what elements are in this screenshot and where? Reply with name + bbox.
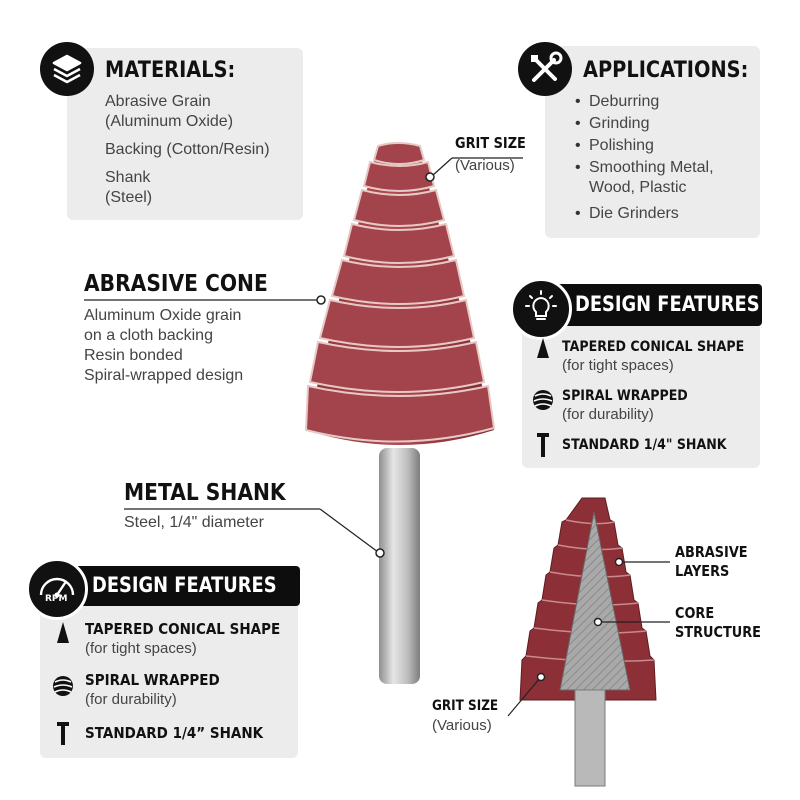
- applications-list: Deburring Grinding Polishing Smoothing M…: [575, 92, 714, 224]
- list-item-continued: Wood, Plastic: [589, 179, 687, 196]
- metal-shank: [379, 448, 420, 684]
- cone-shape-icon: [57, 622, 69, 643]
- feature-shank-right: STANDARD 1/4" SHANK: [562, 437, 727, 453]
- spiral-icon: [53, 676, 73, 696]
- spiral-layer: [372, 142, 426, 165]
- abrasive-cone-desc: Aluminum Oxide grain on a cloth backing …: [84, 307, 244, 384]
- materials-panel: [67, 48, 303, 220]
- grit-dot: [425, 172, 435, 182]
- cutaway-shank: [574, 689, 606, 787]
- layers-icon: [52, 54, 82, 84]
- core-dot: [593, 617, 603, 627]
- metal-shank-sub: Steel, 1/4" diameter: [124, 514, 264, 531]
- design-features-left-header: [60, 566, 300, 606]
- feature-conical-right-sub: (for tight spaces): [562, 357, 674, 374]
- tools-icon: [531, 51, 563, 82]
- speedometer-icon: [39, 577, 75, 598]
- grit-size-sub: (Various): [455, 157, 515, 174]
- shank-icon: [57, 722, 69, 745]
- design-features-right-header: [540, 284, 762, 326]
- spiral-layer: [318, 298, 476, 348]
- list-item: Deburring: [575, 92, 714, 112]
- cutaway-grit-label: GRIT SIZE: [432, 698, 499, 714]
- spiral-layer: [308, 340, 486, 393]
- rpm-label: RPM: [45, 594, 68, 604]
- applications-badge: [518, 42, 572, 96]
- shank-dot: [375, 548, 385, 558]
- applications-title: APPLICATIONS:: [583, 58, 749, 83]
- list-item: Grinding: [575, 114, 714, 134]
- feature-spiral-left: SPIRAL WRAPPED: [85, 671, 220, 689]
- material-item-grain: Abrasive Grain(Aluminum Oxide): [105, 93, 234, 130]
- feature-spiral-right-sub: (for durability): [562, 406, 654, 423]
- materials-badge: [40, 42, 94, 96]
- feature-spiral-right: SPIRAL WRAPPED: [562, 388, 688, 404]
- design-features-left-title: DESIGN FEATURES: [92, 573, 277, 597]
- spiral-layer: [304, 384, 496, 443]
- design-features-right-title: DESIGN FEATURES: [575, 292, 760, 316]
- design-features-left-badge: [26, 558, 88, 620]
- shank-icon: [537, 433, 549, 457]
- cone-shape-icon: [537, 338, 549, 358]
- feature-conical-left-sub: (for tight spaces): [85, 640, 197, 657]
- spiral-layer: [342, 222, 456, 264]
- cutaway-grit-sub: (Various): [432, 717, 492, 734]
- cone-dot: [316, 295, 326, 305]
- feature-conical-left: TAPERED CONICAL SHAPE: [85, 620, 281, 638]
- spiral-icon: [533, 390, 553, 410]
- feature-shank-left: STANDARD 1/4” SHANK: [85, 724, 264, 742]
- list-item: Smoothing Metal,: [575, 158, 714, 178]
- metal-shank-title: METAL SHANK: [124, 480, 286, 506]
- abrasive-layers-dot: [614, 557, 624, 567]
- material-item-backing: Backing (Cotton/Resin): [105, 141, 270, 158]
- list-item: Polishing: [575, 136, 714, 156]
- spiral-layer: [362, 160, 436, 192]
- spiral-layer: [330, 258, 466, 305]
- design-features-right-badge: [510, 278, 572, 340]
- cutaway-grit-dot: [536, 672, 546, 682]
- feature-spiral-left-sub: (for durability): [85, 691, 177, 708]
- grit-size-label: GRIT SIZE: [455, 134, 526, 152]
- feature-conical-right: TAPERED CONICAL SHAPE: [562, 339, 745, 355]
- abrasive-cone-title: ABRASIVE CONE: [84, 271, 268, 297]
- list-item: Die Grinders: [575, 204, 714, 224]
- design-features-left-panel: [40, 582, 298, 758]
- lightbulb-icon: [525, 290, 557, 320]
- material-item-shank: Shank(Steel): [105, 169, 153, 206]
- materials-title: MATERIALS:: [105, 58, 236, 83]
- spiral-layer: [352, 188, 446, 227]
